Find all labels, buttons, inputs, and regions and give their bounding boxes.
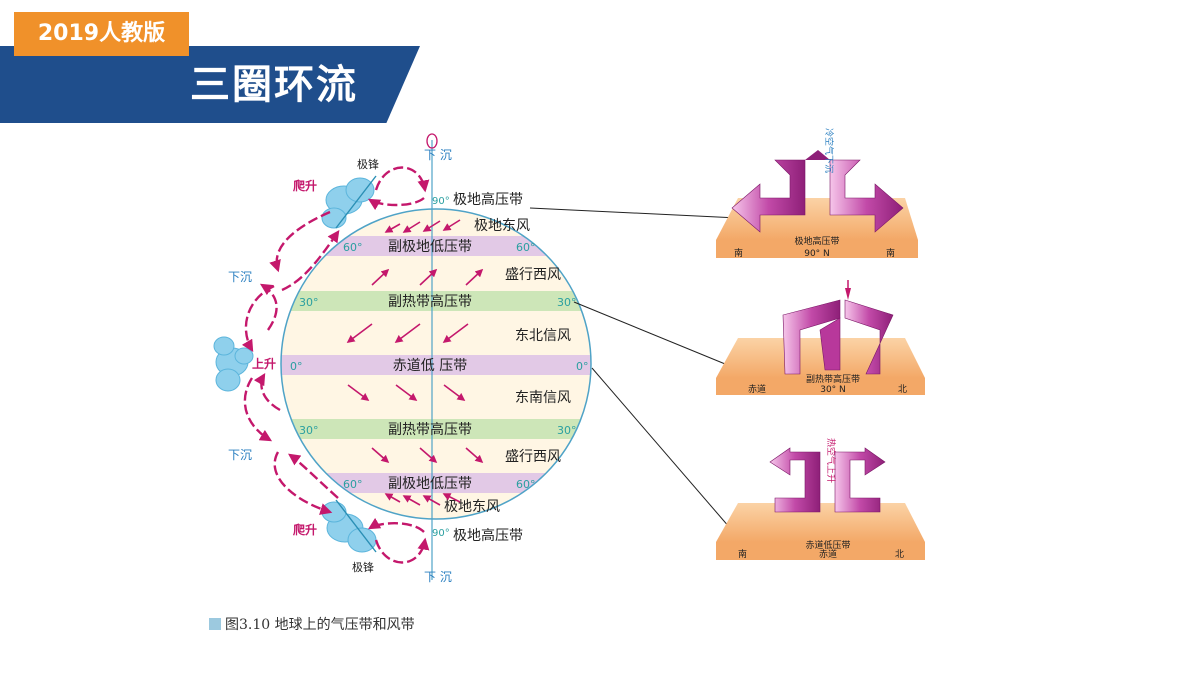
inset-right-label: 北 [895, 549, 904, 560]
air-arrow-icon [844, 299, 894, 375]
caption-marker-icon [209, 618, 221, 630]
lat-label: 90° [432, 528, 450, 539]
cloud-icon [213, 336, 254, 392]
lat-label: 30° [299, 424, 319, 437]
belt-band-eq [281, 355, 591, 375]
sink-label: 下沉 [228, 270, 252, 284]
inset-subtropical-high: 副热带高压带 赤道 30° N 北 [716, 280, 925, 395]
inset-center-label: 90° N [804, 249, 830, 259]
belt-label: 副热带高压带 [388, 421, 472, 438]
leader-lines [529, 207, 739, 529]
air-movement-label: 热空气上升 [825, 438, 837, 483]
lat-label: 0° [576, 360, 589, 373]
lat-label: 0° [290, 360, 303, 373]
ground-front [716, 542, 925, 560]
page-title: 三圈环流 [190, 62, 358, 108]
inset-polar-high: 冷空气下沉 极地高压带 南 90° N 南 [716, 128, 918, 259]
wind-label: 极地东风 [444, 499, 500, 515]
cloud-icon [321, 501, 377, 553]
lat-label: 30° [299, 296, 319, 309]
polar-high-south-label: 极地高压带 [453, 527, 523, 544]
wind-label: 东北信风 [515, 328, 571, 344]
air-arrow-icon [829, 159, 904, 233]
inset-left-label: 南 [734, 247, 743, 259]
edition-badge: 2019人教版 [14, 12, 189, 56]
figure-caption: 图3.10 地球上的气压带和风带 [209, 614, 415, 634]
lat-label: 60° [516, 241, 536, 254]
belt-label: 副极地低压带 [388, 476, 472, 492]
rise-label: 上升 [252, 356, 276, 371]
ground-slab [716, 503, 925, 542]
wind-label: 东南信风 [515, 390, 571, 406]
air-arrow-icon [782, 299, 841, 375]
circulation-cells [241, 166, 430, 564]
inset-left-label: 南 [738, 548, 747, 560]
lat-label: 60° [343, 478, 363, 491]
belt-label: 副热带高压带 [388, 293, 472, 310]
ground-front [716, 240, 918, 258]
inset-right-label: 北 [898, 384, 907, 395]
lat-label: 90° [432, 196, 450, 207]
ground-front [716, 378, 925, 395]
caption-text: 图3.10 地球上的气压带和风带 [225, 617, 415, 633]
lat-label: 30° [557, 424, 577, 437]
inset-belt-label: 极地高压带 [794, 235, 839, 247]
wind-label: 极地东风 [474, 218, 530, 234]
title-banner [0, 46, 420, 123]
air-arrow-icon [819, 317, 841, 371]
wind-label: 盛行西风 [505, 267, 561, 283]
inset-equatorial-low: 热空气上升 赤道低压带 南 赤道 北 [716, 438, 925, 560]
inset-belt-label: 副热带高压带 [806, 373, 860, 385]
inset-right-label: 南 [886, 247, 895, 259]
down-arrow-icon [805, 150, 830, 160]
belt-band-s30 [281, 419, 591, 439]
polar-front-label: 极锋 [357, 157, 379, 171]
cloud-icon [321, 177, 375, 229]
polar-high-north-label: 极地高压带 [453, 191, 523, 208]
belt-band-n60 [281, 236, 591, 256]
climb-label: 爬升 [292, 178, 317, 193]
polar-front-north [335, 175, 377, 229]
rotation-ring [426, 133, 438, 149]
down-arrow-icon [845, 288, 851, 300]
sink-label: 下 沉 [424, 148, 452, 162]
belt-band-n30 [281, 291, 591, 311]
air-arrow-icon [834, 447, 886, 513]
air-arrow-icon [731, 159, 806, 233]
lat-label: 60° [516, 478, 536, 491]
inset-center-label: 30° N [820, 385, 846, 395]
wind-label: 盛行西风 [505, 449, 561, 465]
inset-center-label: 赤道 [819, 548, 837, 560]
belt-band-s60 [281, 473, 591, 493]
sink-label: 下沉 [228, 448, 252, 462]
globe-outline [280, 208, 592, 520]
climb-label: 爬升 [292, 522, 317, 537]
ground-slab [716, 338, 925, 378]
polar-front-label: 极锋 [352, 560, 374, 574]
air-movement-label: 冷空气下沉 [823, 128, 835, 173]
air-arrow-icon [769, 447, 821, 513]
inset-belt-label: 赤道低压带 [805, 539, 850, 551]
sink-label: 下 沉 [424, 570, 452, 584]
globe [280, 133, 592, 580]
inset-left-label: 赤道 [748, 383, 766, 395]
lat-label: 60° [343, 241, 363, 254]
belt-label: 副极地低压带 [388, 239, 472, 255]
wind-arrows [346, 219, 484, 506]
lat-label: 30° [557, 296, 577, 309]
polar-front-south [335, 499, 377, 553]
belt-label: 赤道低 压带 [393, 358, 467, 374]
